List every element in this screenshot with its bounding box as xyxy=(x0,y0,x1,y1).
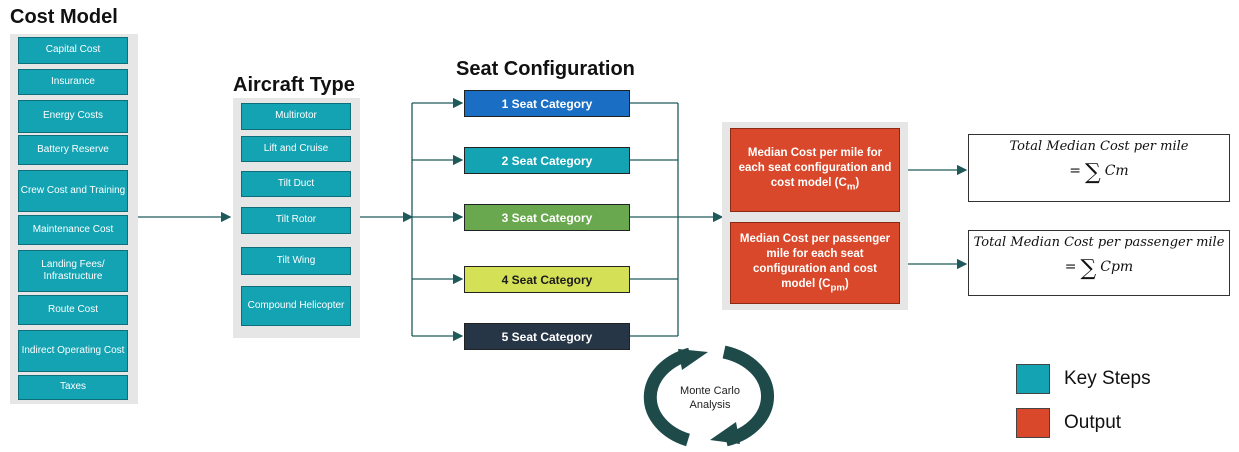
seat-category-4: 4 Seat Category xyxy=(464,266,630,293)
result-total-cpm-box: Total Median Cost per passenger mile =∑C… xyxy=(968,230,1230,296)
seat-category-3: 3 Seat Category xyxy=(464,204,630,231)
cost-model-item: Indirect Operating Cost xyxy=(18,330,128,372)
aircraft-type-title: Aircraft Type xyxy=(233,74,355,96)
monte-carlo-label-line2: Analysis xyxy=(690,399,731,411)
cost-model-title: Cost Model xyxy=(10,6,118,28)
cost-model-item: Energy Costs xyxy=(18,100,128,133)
sigma-icon: ∑ xyxy=(1080,256,1097,281)
cost-model-item: Insurance xyxy=(18,69,128,95)
result-cpm-var: Cpm xyxy=(1100,259,1134,275)
cost-model-item: Taxes xyxy=(18,375,128,400)
result-cm-label: Total Median Cost per mile xyxy=(1009,139,1189,154)
output-cpm-text: Median Cost per passenger mile for each … xyxy=(739,232,891,290)
result-cpm-label: Total Median Cost per passenger mile xyxy=(973,235,1225,250)
result-cm-eq: = xyxy=(1069,163,1081,179)
output-cpm-subscript: pm xyxy=(830,281,845,293)
seat-category-2: 2 Seat Category xyxy=(464,147,630,174)
cost-model-item: Route Cost xyxy=(18,295,128,325)
output-median-cost-per-mile: Median Cost per mile for each seat confi… xyxy=(730,128,900,212)
output-cm-subscript: m xyxy=(846,181,856,193)
cost-model-item: Battery Reserve xyxy=(18,135,128,165)
seat-category-5: 5 Seat Category xyxy=(464,323,630,350)
result-cpm-eq: = xyxy=(1064,259,1077,275)
legend-key-steps-swatch xyxy=(1016,364,1050,394)
legend-output-label: Output xyxy=(1064,412,1122,433)
output-median-cost-per-passenger-mile: Median Cost per passenger mile for each … xyxy=(730,222,900,304)
monte-carlo-label-line1: Monte Carlo xyxy=(680,385,740,397)
output-cm-text: Median Cost per mile for each seat confi… xyxy=(738,147,892,190)
result-cm-var: Cm xyxy=(1104,163,1129,179)
cost-model-item: Landing Fees/ Infrastructure xyxy=(18,250,128,292)
monte-carlo-cycle-icon: Monte Carlo Analysis xyxy=(643,345,775,447)
aircraft-type-item: Lift and Cruise xyxy=(241,136,351,162)
result-total-cm-box: Total Median Cost per mile =∑Cm xyxy=(968,134,1230,202)
output-cpm-close: ) xyxy=(844,277,849,290)
cost-model-item: Crew Cost and Training xyxy=(18,170,128,212)
legend-output-swatch xyxy=(1016,408,1050,438)
seat-configuration-title: Seat Configuration xyxy=(456,58,635,80)
aircraft-type-item: Tilt Wing xyxy=(241,247,351,275)
aircraft-type-item: Tilt Duct xyxy=(241,171,351,197)
aircraft-type-item: Multirotor xyxy=(241,103,351,130)
cost-model-item: Maintenance Cost xyxy=(18,215,128,245)
cost-model-item: Capital Cost xyxy=(18,37,128,64)
sigma-icon: ∑ xyxy=(1085,160,1101,185)
output-cm-close: ) xyxy=(855,177,860,190)
aircraft-type-item: Tilt Rotor xyxy=(241,207,351,234)
aircraft-type-item: Compound Helicopter xyxy=(241,286,351,326)
legend-key-steps-label: Key Steps xyxy=(1064,368,1151,389)
seat-category-1: 1 Seat Category xyxy=(464,90,630,117)
